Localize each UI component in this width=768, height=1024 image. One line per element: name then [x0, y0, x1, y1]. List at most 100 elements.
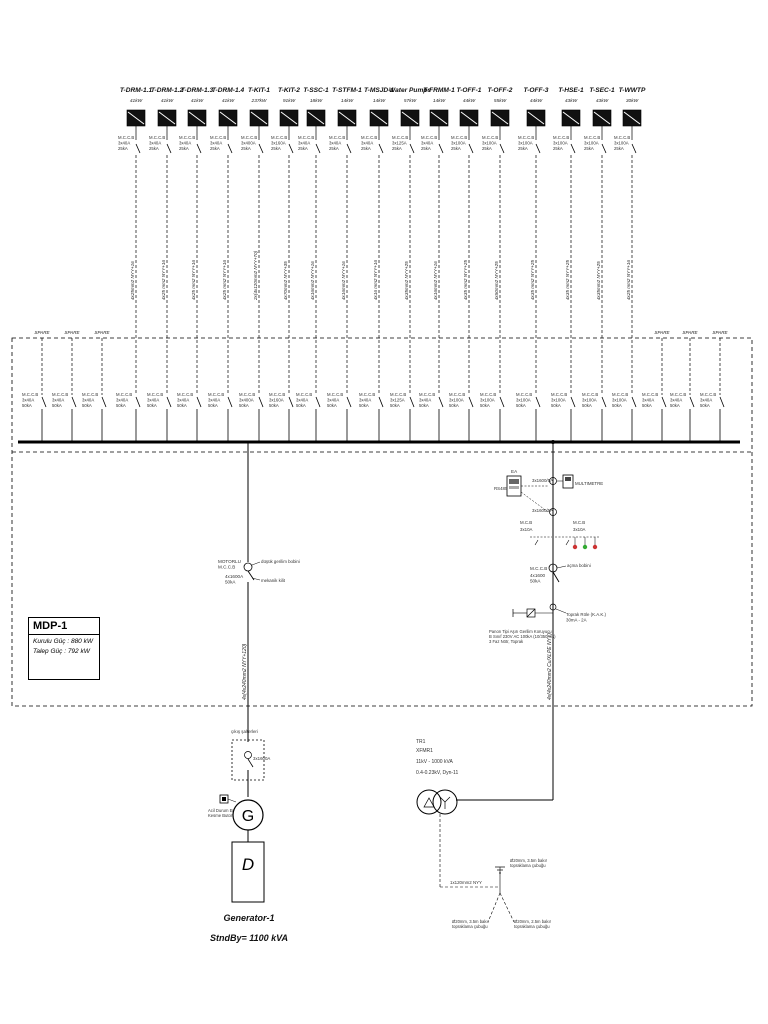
feeder-cable: 2x(4x120mm2 NYY+70): [253, 250, 258, 301]
panel-info-box: MDP-1 Kurulu Güç : 880 kW Talep Güç : 79…: [28, 617, 100, 680]
breaker-symbol: [378, 143, 384, 154]
transformer-secondary: [432, 789, 458, 815]
feeder-name: T-HSE-1: [558, 87, 584, 94]
feeder-power: 18kW: [310, 98, 323, 104]
feeder-power: 91kW: [283, 98, 296, 104]
main-breaker-type: M.C.C.B: [530, 566, 547, 571]
mcb2-rating: 3x10A: [573, 527, 586, 532]
feeder-cable: 4x70mm2 NYY+35: [283, 261, 288, 300]
breaker-symbol: [438, 396, 444, 408]
gen-note-undervoltage: düşük gerilim bobini: [261, 559, 300, 564]
tr-cable-label: 4x(4x240mm2 Cu/XLPE NYY): [547, 633, 553, 700]
installed-power-row: Kurulu Güç : 880 kW: [29, 635, 99, 645]
demand-power-label: Talep Güç: [33, 648, 63, 655]
breaker-symbol: [288, 143, 294, 154]
breaker-symbol: [196, 143, 202, 154]
feeder-name: T-DRM-1.4: [212, 87, 245, 94]
feeder-power: 14kW: [341, 98, 354, 104]
breaker-symbol: [570, 396, 576, 408]
earth-relay-note: Toprak Röle (K.A.K.)30mA - 2A: [566, 612, 607, 622]
feeder-name: T-DRM-1.3: [181, 87, 214, 94]
breaker-symbol: [71, 396, 77, 408]
spare-label: SPARE: [654, 330, 670, 335]
feeder-power: 55kW: [494, 98, 507, 104]
spare-label: SPARE: [64, 330, 80, 335]
multimeter: [562, 474, 574, 489]
feeder-cable: 4x35 mm2 NYY+25: [530, 260, 535, 300]
gen-cable-label: 4x(4x240mm2 NYY+120): [242, 643, 248, 700]
feeder-cable: 4x25 mm2 NYY+16: [222, 260, 227, 300]
feeder-name: T-MSJD-1: [364, 87, 394, 94]
ct-rating: 3x1600/5A: [532, 508, 553, 513]
breaker-symbol: [689, 396, 695, 408]
feeder-power: 14kW: [433, 98, 446, 104]
feeder-cable: 4x16mm2 NYY+16: [433, 261, 438, 300]
gen-breaker-rating-2: 3x1600A: [253, 756, 270, 761]
installed-power-value: : 880 kW: [67, 638, 93, 645]
breaker-symbol: [166, 143, 172, 154]
breaker-symbol: [135, 143, 141, 154]
feeder-name: T-DRM-1.2: [151, 87, 184, 94]
feeder-power: 41kW: [191, 98, 204, 104]
gen-breaker-note: çıkış şalterleri: [231, 729, 258, 734]
spare-label: SPARE: [94, 330, 110, 335]
feeder-power: 30kW: [626, 98, 639, 104]
feeder-name: T-WWTP: [619, 87, 646, 94]
breaker-symbol: [409, 396, 415, 408]
feeder-power: 41kW: [161, 98, 174, 104]
engine-letter: D: [242, 855, 254, 874]
panel-enclosure: [11, 337, 753, 707]
meter-ct-rating: 3x1600/5A: [532, 478, 553, 483]
panel-title: MDP-1: [29, 618, 99, 635]
breaker-symbol: [101, 396, 107, 408]
feeder-name: T-FRMM-1: [423, 87, 455, 94]
breaker-symbol: [135, 396, 141, 408]
feeder-power: 41kW: [222, 98, 235, 104]
feeder-power: 14kW: [373, 98, 386, 104]
spare-label: SPARE: [682, 330, 698, 335]
breaker-symbol: [409, 143, 415, 154]
spare-label: SPARE: [34, 330, 50, 335]
feeder-power: 44kW: [463, 98, 476, 104]
coil-note: açma bobini: [567, 563, 591, 568]
